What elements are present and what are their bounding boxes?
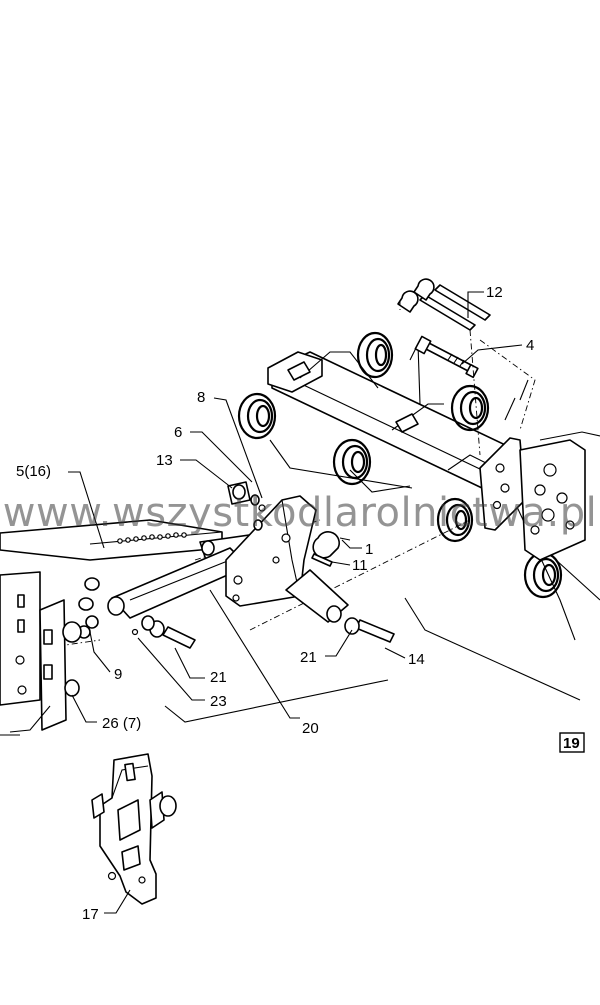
part-12-bolts <box>397 278 491 331</box>
tine-spring-6 <box>523 551 563 599</box>
part-21-pins <box>131 615 395 649</box>
part-9-nuts <box>77 577 100 639</box>
callout-11: 11 <box>352 557 368 574</box>
tine-spring-4 <box>450 384 490 432</box>
tine-bar-assembly <box>237 331 600 641</box>
callout-5-16: 5(16) <box>16 463 51 480</box>
tine-spring-3 <box>332 438 372 486</box>
tine-spring-5 <box>436 497 474 543</box>
callout-21-left: 21 <box>210 669 227 686</box>
callout-19: 19 <box>563 735 580 752</box>
callout-1: 1 <box>365 541 373 558</box>
callout-19-box <box>559 732 585 753</box>
part-4-bolt <box>414 335 479 379</box>
callout-14: 14 <box>408 651 425 668</box>
small-hardware <box>227 481 351 567</box>
part-17-bracket <box>91 753 177 905</box>
callout-12: 12 <box>486 284 503 301</box>
callout-13: 13 <box>156 452 173 469</box>
callout-17: 17 <box>82 906 99 923</box>
callout-23: 23 <box>210 693 227 710</box>
callout-26-7: 26 (7) <box>102 715 141 732</box>
callout-21-right: 21 <box>300 649 317 666</box>
part-20-arm <box>107 495 349 623</box>
part-5-slide-bar <box>0 519 223 561</box>
tine-spring-2 <box>237 392 277 440</box>
callout-9: 9 <box>114 666 122 683</box>
callout-6: 6 <box>174 424 182 441</box>
callout-8: 8 <box>197 389 205 406</box>
tine-spring-1 <box>356 331 394 379</box>
callout-20: 20 <box>302 720 319 737</box>
callout-labels: 12 4 8 6 13 5(16) 1 11 21 14 9 21 23 20 … <box>16 284 585 923</box>
leader-lines <box>9 291 581 914</box>
callout-4: 4 <box>526 337 534 354</box>
left-frame-plate <box>0 571 82 736</box>
slide-bar-holes <box>117 532 187 544</box>
